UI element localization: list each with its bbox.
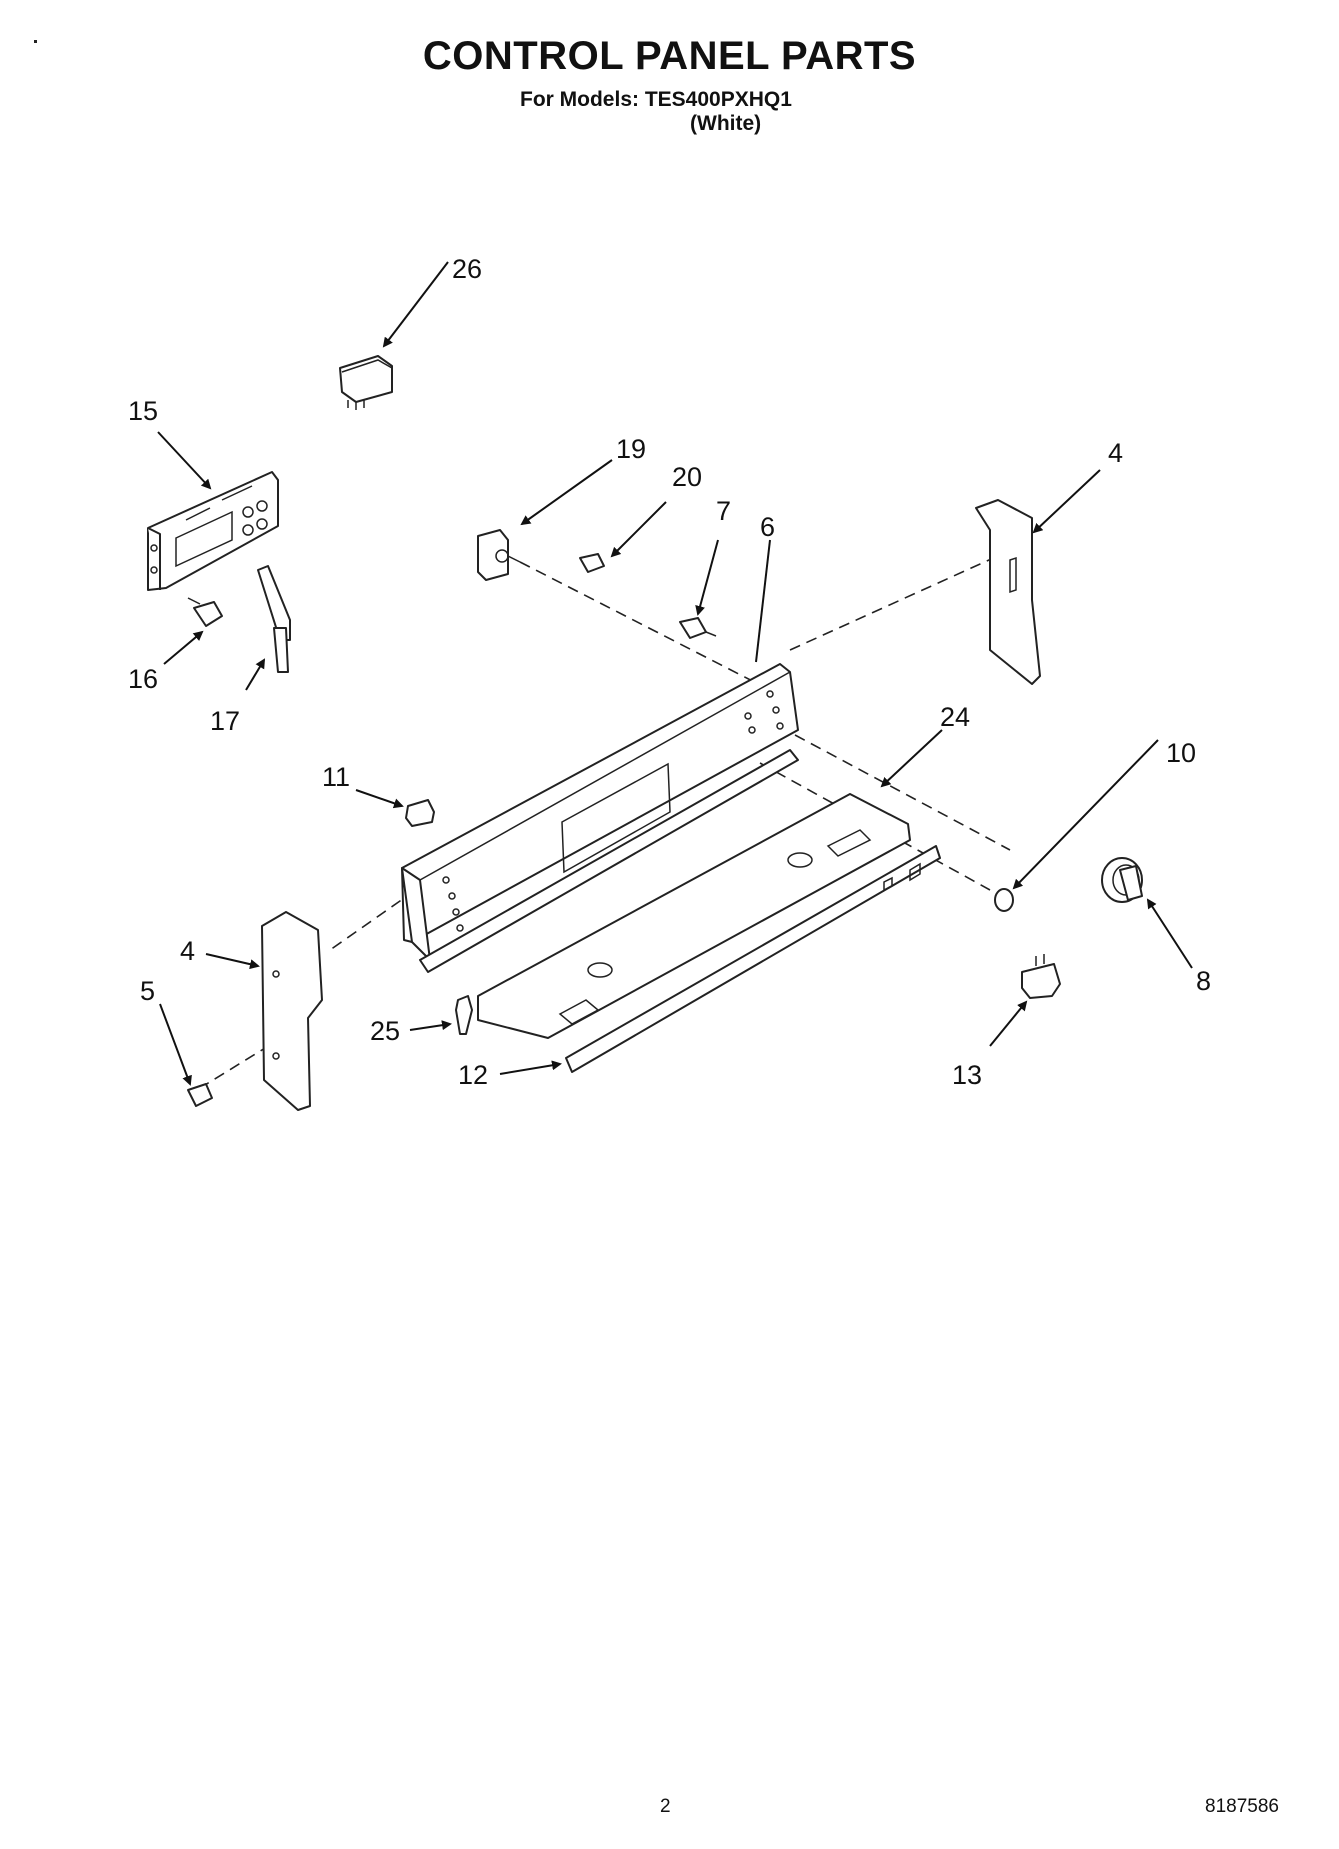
part-4-right-end-cap: [975, 499, 1041, 685]
part-7-screw: [679, 617, 717, 639]
document-number: 8187586: [1205, 1796, 1279, 1817]
callout-5: 5: [140, 976, 155, 1006]
part-17-bracket: [257, 565, 291, 673]
callout-10: 10: [1166, 738, 1196, 768]
callout-11: 11: [322, 762, 350, 792]
callout-26: 26: [452, 254, 482, 284]
callout-19: 19: [616, 434, 646, 464]
callout-8: 8: [1196, 966, 1211, 996]
callout-13: 13: [952, 1060, 982, 1090]
page-title: CONTROL PANEL PARTS: [422, 34, 917, 78]
part-13-switch: [1021, 954, 1061, 999]
part-26-connector: [339, 355, 393, 410]
callout-20: 20: [672, 462, 702, 492]
part-16-screw: [187, 597, 223, 627]
color-line: (White): [690, 112, 762, 135]
callout-12: 12: [458, 1060, 488, 1090]
part-19-switch: [477, 529, 521, 581]
callout-labels: 26 15 19 20 7 6 4 16 17 24 10 11 4 5 8 2…: [128, 254, 1211, 1090]
part-8-knob: [1101, 857, 1143, 903]
models-line: For Models: TES400PXHQ1: [520, 88, 792, 111]
part-12-trim-rail: [565, 845, 941, 1073]
callout-7: 7: [716, 496, 731, 526]
stray-mark: [34, 40, 37, 43]
callout-6: 6: [760, 512, 775, 542]
callout-15: 15: [128, 396, 158, 426]
part-5-screw: [187, 1083, 213, 1107]
part-4-left-end-cap: [261, 911, 323, 1111]
callout-17: 17: [210, 706, 240, 736]
callout-4-right: 4: [1108, 438, 1123, 468]
part-20-screw: [579, 553, 605, 573]
part-6-control-panel: [401, 663, 799, 973]
callout-25: 25: [370, 1016, 400, 1046]
part-10-lens: [994, 888, 1014, 912]
callout-leaders: [157, 261, 1193, 1086]
part-15-clock-control: [147, 471, 279, 591]
page-number: 2: [660, 1796, 671, 1817]
callout-16: 16: [128, 664, 158, 694]
part-11-clip: [405, 799, 435, 827]
part-24-trim-panel: [477, 793, 911, 1039]
callout-4-left: 4: [180, 936, 195, 966]
part-25-screw: [455, 995, 473, 1035]
callout-24: 24: [940, 702, 970, 732]
